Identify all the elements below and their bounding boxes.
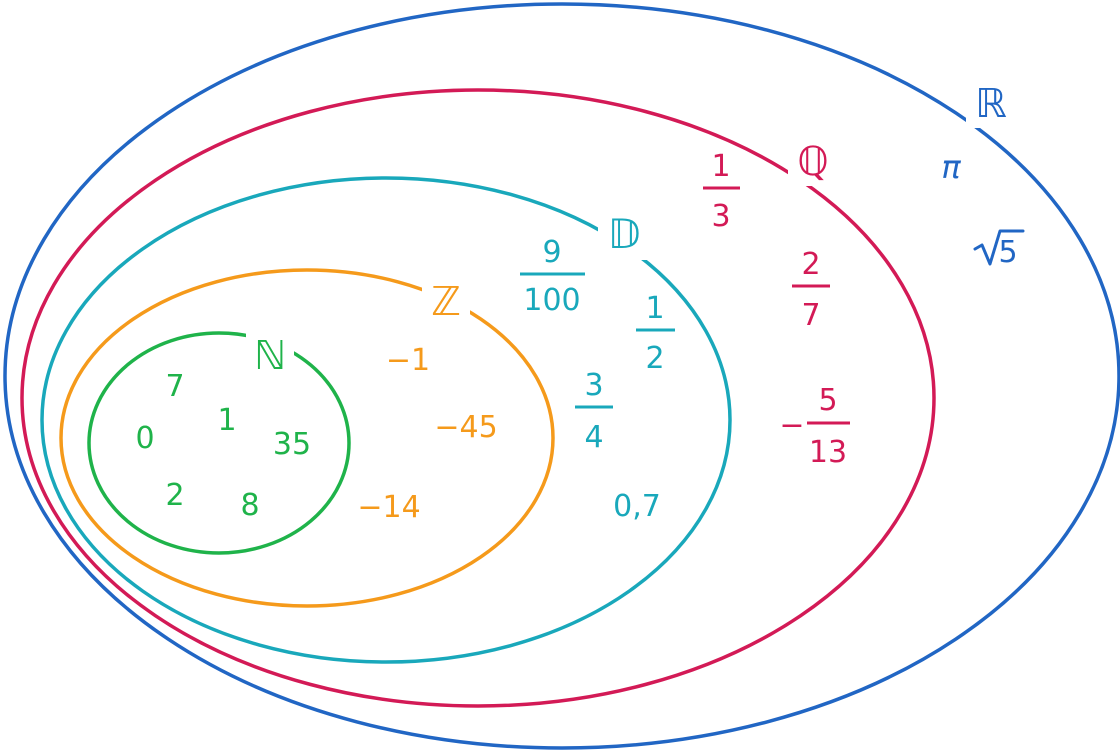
set-z-ellipse bbox=[59, 268, 555, 608]
d-fraction-denominator: 2 bbox=[645, 341, 664, 376]
n-number: 35 bbox=[273, 427, 311, 462]
r-pi: π bbox=[941, 148, 961, 186]
n-number: 1 bbox=[217, 403, 236, 438]
label-mask-d bbox=[598, 206, 650, 260]
d-fraction-denominator: 100 bbox=[523, 283, 580, 318]
z-number: −1 bbox=[386, 343, 430, 378]
set-r-label: ℝ bbox=[975, 81, 1007, 127]
z-number: −14 bbox=[357, 490, 420, 525]
set-d-label: 𝔻 bbox=[608, 212, 641, 258]
d-fraction-denominator: 4 bbox=[584, 420, 603, 455]
n-number: 2 bbox=[165, 478, 184, 513]
set-q-label: ℚ bbox=[797, 139, 828, 185]
d-fraction-numerator: 3 bbox=[584, 368, 603, 403]
sqrt-radical-icon bbox=[973, 229, 1025, 266]
set-r-ellipse bbox=[3, 2, 1120, 750]
q-fraction-sign: − bbox=[779, 408, 804, 443]
q-fraction-numerator: 5 bbox=[818, 383, 837, 418]
q-fraction-numerator: 1 bbox=[711, 149, 730, 184]
set-z-label: ℤ bbox=[431, 279, 461, 325]
q-fraction-numerator: 2 bbox=[801, 247, 820, 282]
n-number: 7 bbox=[165, 369, 184, 404]
z-number: −45 bbox=[434, 410, 497, 445]
d-fraction-numerator: 1 bbox=[645, 291, 664, 326]
label-mask-n bbox=[246, 330, 294, 380]
label-mask-q bbox=[788, 136, 838, 186]
q-fraction-denominator: 13 bbox=[809, 435, 847, 470]
set-d-ellipse bbox=[40, 176, 732, 664]
n-number: 0 bbox=[135, 421, 154, 456]
n-number: 8 bbox=[240, 488, 259, 523]
set-n-ellipse bbox=[87, 331, 351, 555]
label-mask-z bbox=[422, 276, 470, 326]
label-mask-r bbox=[966, 78, 1016, 128]
r-sqrt-radicand: 5 bbox=[998, 235, 1017, 270]
q-fraction-denominator: 3 bbox=[711, 199, 730, 234]
d-decimal: 0,7 bbox=[613, 489, 661, 524]
d-fraction-numerator: 9 bbox=[542, 235, 561, 270]
set-q-ellipse bbox=[20, 88, 936, 708]
q-fraction-denominator: 7 bbox=[801, 298, 820, 333]
set-n-label: ℕ bbox=[254, 333, 286, 379]
